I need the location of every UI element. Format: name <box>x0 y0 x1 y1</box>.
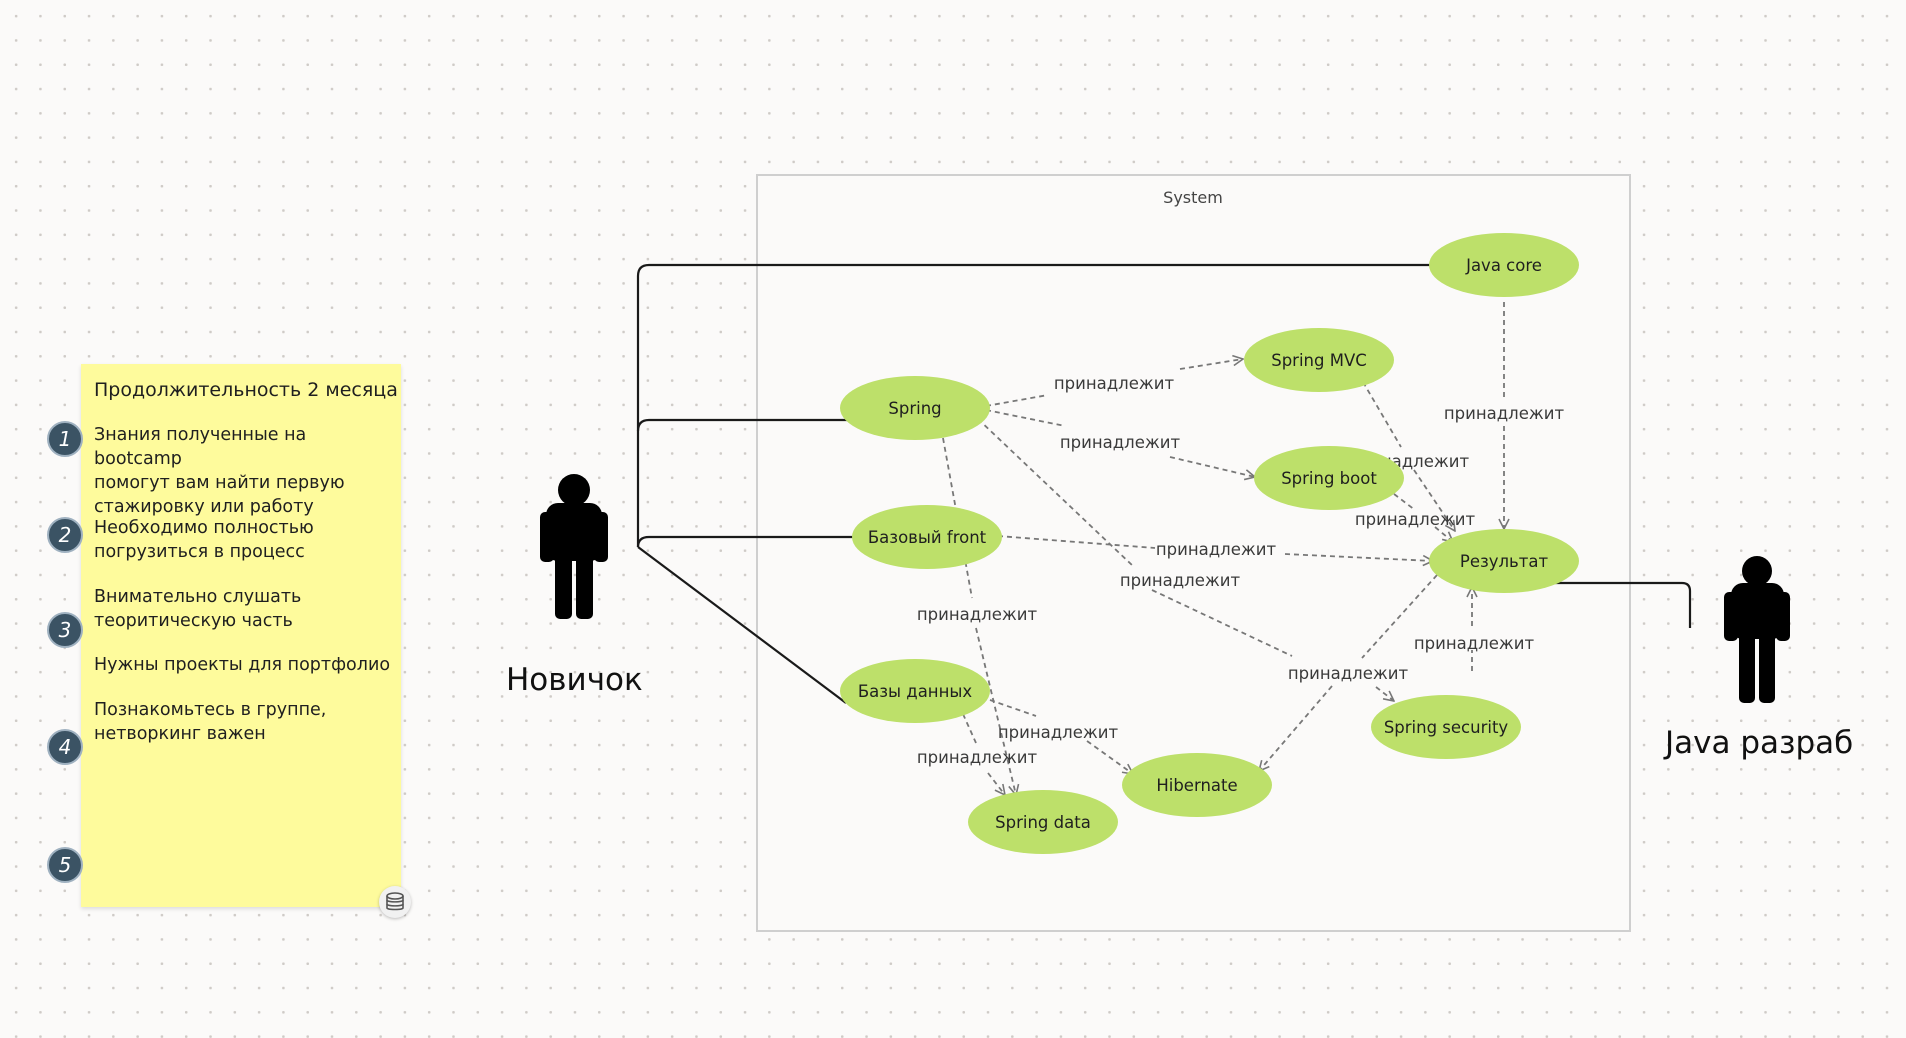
use-case-spring-data[interactable]: Spring data <box>968 790 1118 854</box>
sticky-note-item: Нужны проекты для портфолио <box>94 655 391 675</box>
dependency-label: принадлежит <box>1355 510 1476 529</box>
sticky-note-item: Знания полученные на bootcamp помогут ва… <box>94 425 345 517</box>
person-icon <box>1742 556 1772 586</box>
use-case-label: Результат <box>1460 552 1549 571</box>
dependency-line <box>985 394 1049 407</box>
dependency-line <box>1413 469 1455 531</box>
use-case-label: Spring boot <box>1281 469 1377 488</box>
association-line <box>637 546 847 704</box>
use-case-result[interactable]: Результат <box>1429 529 1579 593</box>
actor-novice[interactable] <box>540 474 608 619</box>
association-line <box>1552 581 1692 628</box>
use-case-spring-boot[interactable]: Spring boot <box>1254 446 1404 510</box>
dependency-line <box>975 627 1016 795</box>
dependency-label: принадлежит <box>1120 571 1241 590</box>
dependency-line <box>1169 456 1255 477</box>
number-badge: 1 <box>47 421 83 457</box>
use-case-label: Java core <box>1465 256 1542 275</box>
sticky-note-item: Необходимо полностью погрузиться в проце… <box>94 518 314 562</box>
number-badge: 4 <box>47 729 83 765</box>
dependency-line <box>1151 589 1293 657</box>
association-line <box>636 535 853 548</box>
dependency-label: принадлежит <box>1156 540 1277 559</box>
number-badge: 5 <box>47 847 83 883</box>
dependency-line <box>1284 553 1433 561</box>
dependency-line <box>989 699 1037 717</box>
dependency-line <box>1393 493 1416 511</box>
sticky-note-title: Продолжительность 2 месяца <box>94 379 398 401</box>
association-line <box>636 263 1430 547</box>
number-badge: 3 <box>47 612 83 648</box>
dependency-line <box>987 772 1005 795</box>
dependency-label: принадлежит <box>1060 433 1181 452</box>
dependency-line <box>1362 381 1402 448</box>
use-case-hibernate[interactable]: Hibernate <box>1122 753 1272 817</box>
dependency-label: принадлежит <box>917 605 1038 624</box>
use-case-databases[interactable]: Базы данных <box>840 659 990 723</box>
actor-java-dev[interactable] <box>1724 556 1790 703</box>
dependency-line <box>985 409 1066 427</box>
sticky-note-item: Познакомьтесь в группе, нетворкинг важен <box>94 700 327 744</box>
use-case-label: Spring <box>888 399 941 418</box>
use-case-spring-security[interactable]: Spring security <box>1371 695 1521 759</box>
use-case-label: Spring MVC <box>1271 351 1367 370</box>
use-case-label: Spring security <box>1384 718 1509 737</box>
use-case-label: Hibernate <box>1156 776 1237 795</box>
dependency-label: принадлежит <box>1288 664 1409 683</box>
dependency-label: принадлежит <box>1444 404 1565 423</box>
dependency-label: принадлежит <box>998 723 1119 742</box>
actor-label-java-dev: Java разраб <box>1665 725 1854 761</box>
use-case-base-front[interactable]: Базовый front <box>852 505 1002 569</box>
database-button[interactable] <box>379 886 411 918</box>
use-case-label: Базовый front <box>868 528 987 547</box>
system-label: System <box>1163 188 1223 207</box>
use-case-java-core[interactable]: Java core <box>1429 233 1579 297</box>
use-case-label: Базы данных <box>858 682 973 701</box>
number-badge: 2 <box>47 517 83 553</box>
dependency-label: принадлежит <box>1414 634 1535 653</box>
dependency-label: принадлежит <box>1054 374 1175 393</box>
use-case-label: Spring data <box>995 813 1091 832</box>
use-case-spring[interactable]: Spring <box>840 376 990 440</box>
use-case-spring-mvc[interactable]: Spring MVC <box>1244 328 1394 392</box>
dependency-line <box>1086 740 1133 774</box>
association-line <box>636 418 848 432</box>
dependency-line <box>1361 574 1438 659</box>
sticky-note[interactable] <box>81 364 401 907</box>
dependency-line <box>1179 359 1243 370</box>
person-icon <box>558 474 590 506</box>
sticky-note-item: Внимательно слушать теоритическую часть <box>94 587 302 631</box>
dependency-label: принадлежит <box>917 748 1038 767</box>
actor-label-novice: Новичок <box>506 662 643 698</box>
dependency-line <box>1375 686 1394 701</box>
database-icon <box>386 892 404 911</box>
dependency-line <box>1259 685 1333 771</box>
